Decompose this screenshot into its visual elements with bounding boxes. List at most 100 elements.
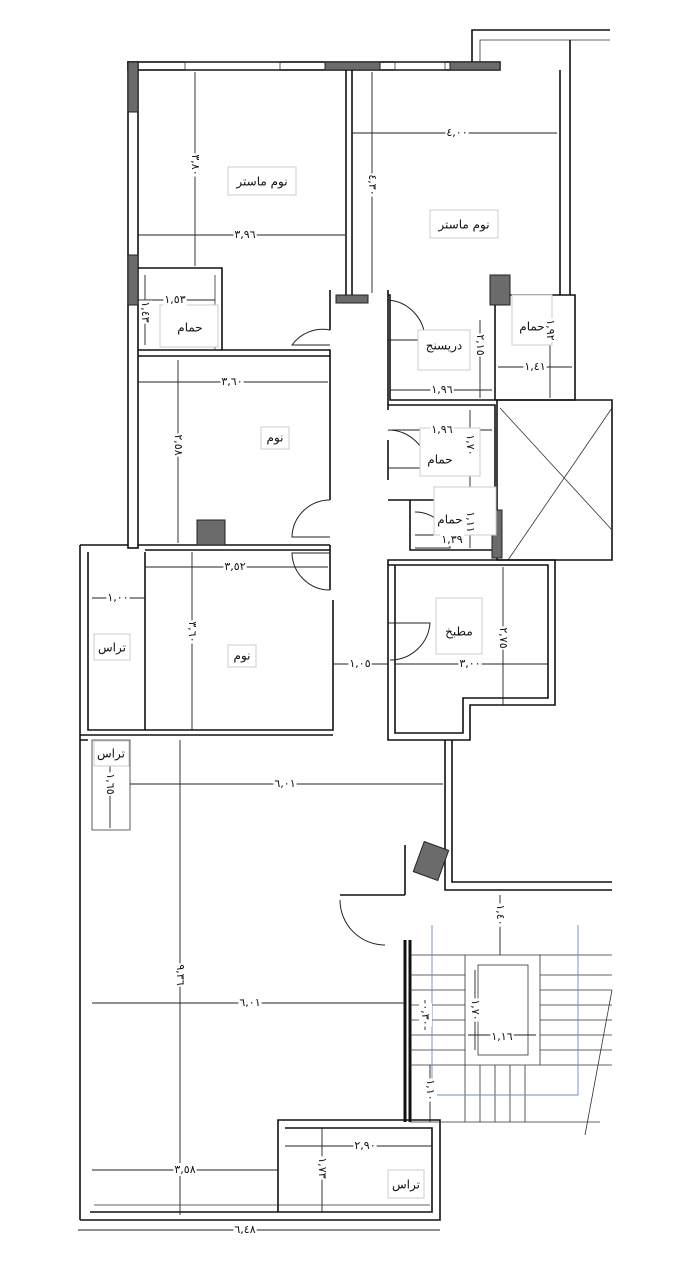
dim-stair-tread: ٠,٣٠ (419, 1004, 432, 1025)
dimension-label-backing (173, 1163, 197, 1176)
dim-landing-depth: ١,٤٠ (494, 904, 507, 925)
svg-text:نوم ماستر: نوم ماستر (437, 218, 489, 233)
dim-bath2-height: ١,٩٢ (544, 319, 557, 340)
dim-terrace2-height: ١,٦٥ (104, 773, 117, 794)
room-bedroom-2[interactable]: نوم (227, 644, 257, 668)
dimension-label-backing (233, 1223, 257, 1236)
svg-text:مطبخ: مطبخ (445, 625, 473, 639)
dim-bedroom2-height: ٣,٦٠ (186, 621, 199, 642)
dimension-label-backing (464, 510, 477, 534)
svg-text:نوم ماستر: نوم ماستر (235, 175, 287, 190)
svg-text:تراس: تراس (392, 1178, 420, 1193)
dim-bedroom1-width: ٣,٦٠ (221, 375, 242, 388)
dimension-label-backing (353, 1139, 377, 1152)
dim-dressing-height: ٢,١٥ (474, 334, 487, 355)
dimension-label-backing (497, 626, 510, 650)
dim-bath4-width: ١,٣٩ (441, 533, 462, 546)
dim-bath2-width: ١,٤١ (524, 360, 545, 373)
dim-master1-height: ٣,٨٠ (189, 154, 202, 175)
dimension-label-backing (430, 383, 454, 396)
dim-bedroom1-height: ٢,٥٨ (172, 434, 185, 455)
dimension-label-backing (544, 318, 557, 342)
column (127, 254, 139, 306)
column (335, 294, 369, 304)
dimension-label-backing (273, 777, 297, 790)
dim-terrace3-height: ١,٧٣ (316, 1157, 329, 1178)
svg-text:نوم: نوم (267, 431, 284, 446)
dim-living-width-mid: ٦,٠١ (239, 996, 260, 1009)
column (449, 61, 501, 71)
dim-overall-width: ٦,٤٨ (234, 1223, 255, 1236)
dimension-label-backing (189, 153, 202, 177)
room-master-bedroom-2[interactable]: نوم ماستر (429, 209, 499, 239)
dim-bath4-height: ١,١١ (464, 511, 477, 532)
svg-text:نوم: نوم (234, 649, 251, 664)
column (196, 519, 226, 546)
dim-master2-height: ٤,٣٠ (366, 174, 379, 195)
door-swing[interactable] (388, 622, 431, 661)
dim-bedroom2-width: ٣,٥٢ (224, 560, 245, 573)
dim-terrace1-width: ١,٠٠ (107, 591, 128, 604)
dimension-label-backing (186, 620, 199, 644)
staircase (410, 925, 613, 1136)
room-terrace-2[interactable]: تراس (93, 740, 130, 767)
dim-bath1-width: ١,٥٣ (164, 293, 185, 306)
column (412, 840, 450, 882)
dim-dressing-width: ١,٩٦ (431, 383, 452, 396)
dim-living-width-top: ٦,٠١ (274, 777, 295, 790)
svg-text:تراس: تراس (97, 747, 125, 762)
room-terrace-1[interactable]: تراس (93, 633, 131, 661)
dim-living-width-bottom: ٣,٥٨ (174, 1163, 195, 1176)
dim-stair-bottom: ١,١٠ (424, 1079, 437, 1100)
dimension-label-backing (174, 963, 187, 987)
svg-text:تراس: تراس (98, 641, 126, 656)
dim-master2-width: ٤,٠٠ (446, 126, 467, 139)
column (324, 61, 381, 71)
room-master-bedroom-1[interactable]: نوم ماستر (227, 166, 297, 196)
dimension-label-backing (440, 533, 464, 546)
door-swing[interactable] (291, 499, 331, 538)
dimension-labels: ٣,٨٠ ٣,٩٦ ٤,٠٠ ٤,٣٠ ١,٥٣ ١,٤٣ ١,٩٦ ٢,١٥ … (104, 126, 557, 1236)
dim-kitchen-width: ٣,٠٠ (459, 657, 480, 670)
room-labels: نوم ماستر نوم ماستر حمام دريسنج حمام نوم… (93, 166, 553, 1199)
dimension-label-backing (458, 657, 482, 670)
room-bath-1[interactable]: حمام (159, 304, 219, 348)
dimension-label-backing (316, 1156, 329, 1180)
svg-text:دريسنج: دريسنج (426, 339, 463, 354)
dimension-label-backing (430, 423, 454, 436)
window (394, 61, 446, 71)
dimension-label-backing (220, 375, 244, 388)
column (127, 61, 139, 113)
dimension-label-backing (238, 996, 262, 1009)
door-swing[interactable] (291, 552, 331, 591)
door-swing[interactable] (339, 899, 386, 946)
door-swing[interactable] (291, 328, 331, 346)
dimension-label-backing (424, 1078, 437, 1102)
dimension-lines (78, 72, 572, 1231)
dimension-label-backing (523, 360, 547, 373)
dimension-label-backing (172, 433, 185, 457)
dimension-label-backing (419, 1003, 432, 1027)
room-terrace-3[interactable]: تراس (387, 1169, 425, 1199)
svg-text:حمام: حمام (437, 513, 462, 527)
dimension-label-backing (348, 657, 372, 670)
dimension-label-backing (490, 1030, 514, 1043)
dimension-label-backing (163, 293, 187, 306)
dimension-label-backing (445, 126, 469, 139)
walls (79, 29, 613, 1221)
svg-text:حمام: حمام (519, 320, 544, 334)
dim-kitchen-height: ٢,٧٥ (497, 627, 510, 648)
svg-text:حمام: حمام (427, 453, 452, 467)
dimension-label-backing (464, 433, 477, 457)
dimension-label-backing (469, 998, 482, 1022)
dimension-label-backing (223, 560, 247, 573)
dim-stair-well-width: ١,١٦ (491, 1030, 512, 1043)
dim-bath3-width: ١,٩٦ (431, 423, 452, 436)
room-kitchen[interactable]: مطبخ (435, 597, 483, 655)
room-bedroom-1[interactable]: نوم (260, 426, 290, 450)
dimension-label-backing (494, 903, 507, 927)
room-dressing[interactable]: دريسنج (417, 329, 471, 371)
dim-living-height: ٩,٣٦ (174, 964, 187, 985)
dimension-label-backing (474, 333, 487, 357)
